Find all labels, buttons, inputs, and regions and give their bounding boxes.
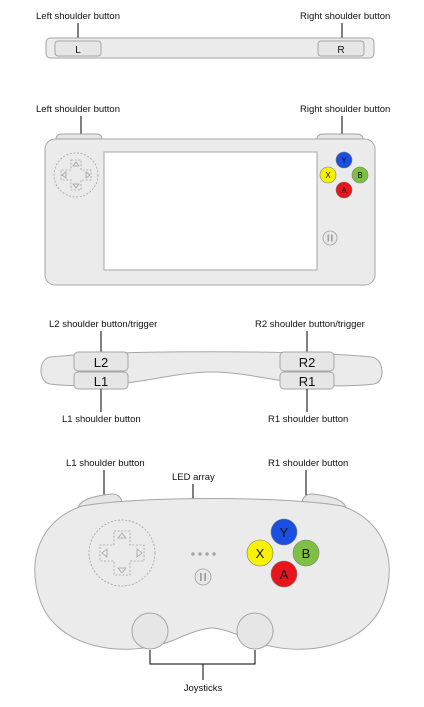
y-letter: Y — [341, 156, 347, 165]
face-buttons: Y X B A — [319, 151, 369, 199]
dpad — [53, 152, 99, 198]
l1-label: L1 shoulder button — [66, 458, 145, 469]
diagram-handheld-controller: Left shoulder button Right shoulder butt… — [36, 104, 390, 286]
controller-top-edge — [45, 37, 375, 59]
b-letter: B — [357, 171, 362, 180]
right-shoulder-label: Right shoulder button — [300, 104, 390, 115]
a-button — [270, 560, 298, 588]
left-shoulder-label: Left shoulder button — [36, 11, 120, 22]
gamepad-body — [34, 498, 390, 650]
led-array-label: LED array — [172, 472, 215, 483]
y-button — [270, 518, 298, 546]
r2-label: R2 shoulder button/trigger — [255, 319, 365, 330]
right-button-letter: R — [337, 45, 344, 56]
right-shoulder-label: Right shoulder button — [300, 11, 390, 22]
right-shoulder-button — [317, 40, 365, 57]
l1-label: L1 shoulder button — [62, 414, 141, 425]
left-button-letter: L — [75, 45, 81, 56]
pause-button — [194, 568, 212, 586]
b-button — [292, 539, 320, 567]
b-letter: B — [302, 546, 311, 561]
left-joystick — [131, 612, 169, 650]
x-button — [246, 539, 274, 567]
a-button — [335, 181, 353, 199]
b-button — [351, 166, 369, 184]
left-shoulder-label: Left shoulder button — [36, 104, 120, 115]
a-letter: A — [341, 186, 347, 195]
a-letter: A — [280, 567, 289, 582]
x-letter: X — [256, 546, 265, 561]
r2-letter: R2 — [299, 355, 316, 370]
diagram-extended-top-view: L2 shoulder button/trigger R2 shoulder b… — [40, 319, 383, 425]
joysticks-leader-line — [149, 650, 256, 680]
x-letter: X — [325, 171, 331, 180]
y-button — [335, 151, 353, 169]
face-buttons: Y X B A — [246, 518, 320, 588]
device-screen — [103, 151, 318, 271]
left-shoulder-button — [54, 40, 102, 57]
joysticks-label: Joysticks — [184, 683, 223, 694]
r1-letter: R1 — [299, 374, 316, 389]
x-button — [319, 166, 337, 184]
l2-label: L2 shoulder button/trigger — [49, 319, 157, 330]
y-letter: Y — [280, 525, 289, 540]
l2-button — [73, 351, 129, 372]
dpad — [88, 519, 156, 587]
r1-label: R1 shoulder button — [268, 458, 348, 469]
diagram-shoulder-strip: Left shoulder button Right shoulder butt… — [36, 11, 390, 59]
l1-letter: L1 — [94, 374, 108, 389]
pause-button — [322, 230, 338, 246]
r2-button — [279, 351, 335, 372]
r1-label: R1 shoulder button — [268, 414, 348, 425]
led-array — [191, 552, 216, 556]
diagram-gamepad: L1 shoulder button R1 shoulder button LE… — [34, 458, 390, 694]
l2-letter: L2 — [94, 355, 108, 370]
right-joystick — [236, 612, 274, 650]
